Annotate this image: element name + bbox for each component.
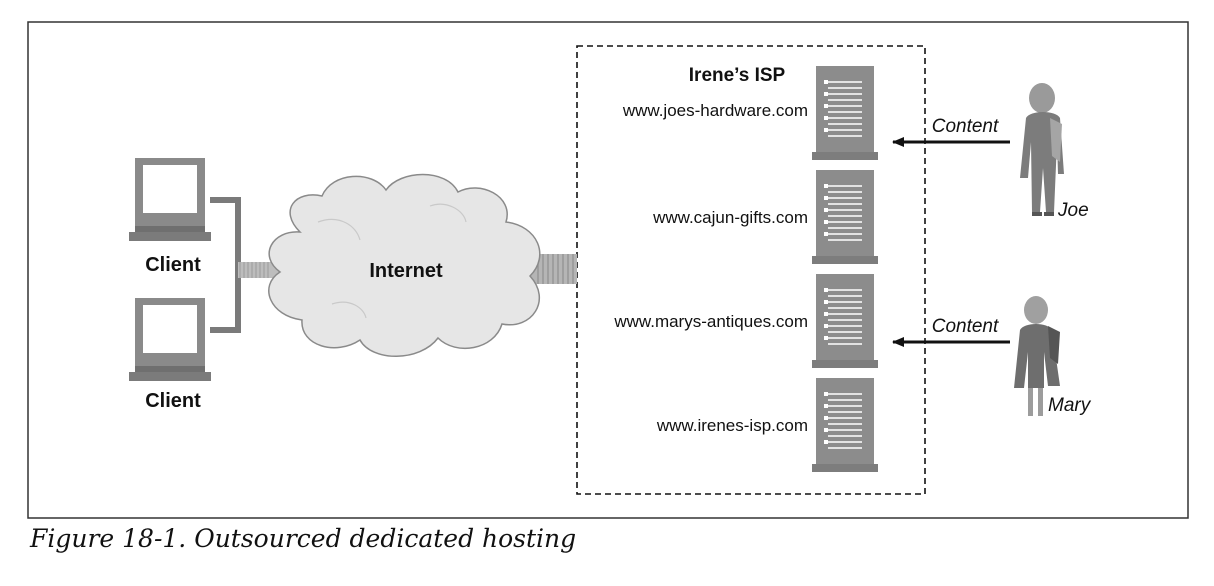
client-label: Client — [145, 254, 201, 276]
isp-title: Irene’s ISP — [689, 65, 786, 86]
client-wiring — [210, 197, 241, 333]
server-icon — [811, 65, 879, 161]
server-site-label: www.cajun-gifts.com — [652, 208, 808, 227]
isp-boundary — [576, 45, 926, 495]
server-icon — [811, 169, 879, 265]
content-arrow-label: Content — [932, 316, 999, 337]
figure-frame — [27, 21, 1189, 519]
server-site-label: www.irenes-isp.com — [656, 416, 808, 435]
client-computer-icon — [129, 298, 211, 381]
internet-cloud-icon — [268, 173, 541, 357]
server-icon — [811, 377, 879, 473]
person-name-mary: Mary — [1048, 395, 1092, 416]
person-joe-icon — [1020, 83, 1064, 216]
content-arrow-label: Content — [932, 116, 999, 137]
server-site-label: www.joes-hardware.com — [622, 101, 808, 120]
client-label: Client — [145, 390, 201, 412]
client-computer-icon — [129, 158, 211, 241]
server-icon — [811, 273, 879, 369]
internet-label: Internet — [369, 260, 443, 282]
person-name-joe: Joe — [1057, 200, 1089, 221]
person-mary-icon — [1014, 296, 1060, 416]
server-site-label: www.marys-antiques.com — [613, 312, 808, 331]
figure-caption: Figure 18-1. Outsourced dedicated hostin… — [30, 524, 577, 553]
